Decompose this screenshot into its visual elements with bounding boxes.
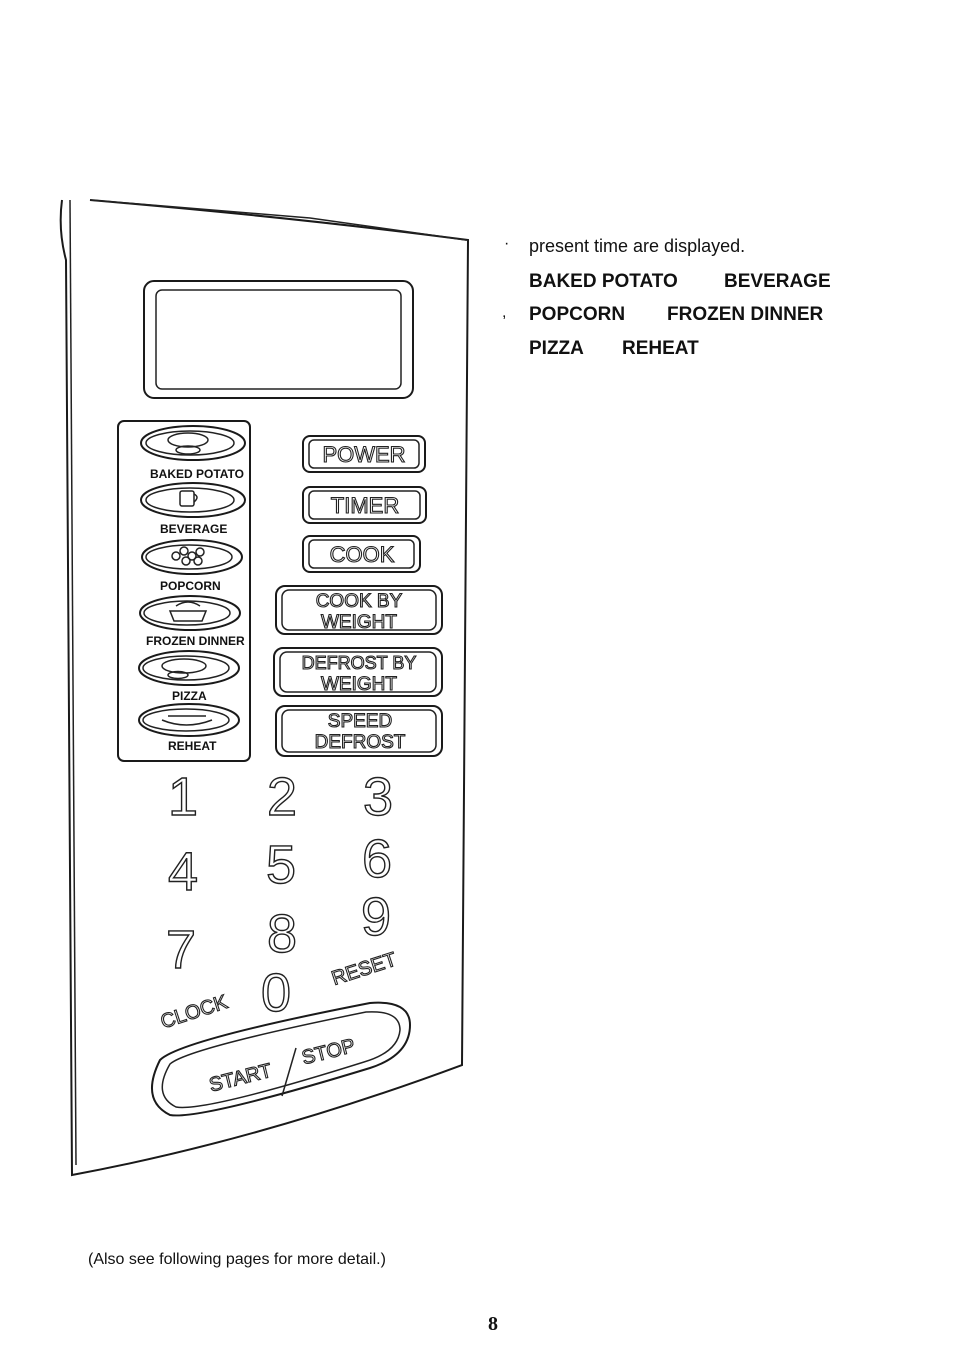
baked-potato-button[interactable]: BAKED POTATO [140, 425, 246, 481]
bullet-mark: · [504, 235, 510, 252]
stop-label: STOP [300, 1035, 358, 1069]
digit-5-button[interactable]: 5 [265, 834, 296, 895]
pizza-button[interactable]: PIZZA [138, 650, 240, 703]
start-stop-divider [281, 1047, 297, 1097]
digit-6-button[interactable]: 6 [361, 828, 392, 889]
cook-by-weight-label-1: COOK BY [316, 591, 403, 612]
defrost-by-weight-label-2: WEIGHT [321, 674, 397, 695]
mode-label-reheat: REHEAT [168, 739, 217, 753]
power-label: POWER [322, 442, 405, 467]
mode-label-frozen-dinner: FROZEN DINNER [146, 634, 245, 648]
mode-label-beverage: BEVERAGE [160, 522, 227, 536]
intro-text: present time are displayed. [529, 236, 746, 256]
digit-4-button[interactable]: 4 [167, 841, 198, 902]
reset-button[interactable]: RESET [328, 948, 399, 991]
timer-label: TIMER [331, 493, 399, 518]
frozen-dinner-icon [168, 601, 208, 622]
mode-label-baked-potato: BAKED POTATO [150, 467, 244, 481]
list-item-baked-potato: BAKED POTATO [529, 271, 678, 292]
digit-8-button[interactable]: 8 [266, 903, 297, 964]
timer-button[interactable]: TIMER [302, 486, 427, 524]
digit-2-button[interactable]: 2 [266, 766, 297, 827]
clock-button[interactable]: CLOCK [157, 990, 231, 1034]
digit-0-button[interactable]: 0 [260, 962, 291, 1023]
defrost-by-weight-button[interactable]: DEFROST BY WEIGHT [273, 647, 443, 697]
cook-button[interactable]: COOK [302, 535, 421, 573]
comma-mark: , [502, 304, 507, 321]
pizza-icon [161, 658, 207, 680]
panel-left-edge [69, 199, 77, 1166]
list-item-beverage: BEVERAGE [724, 271, 831, 292]
cook-by-weight-label-2: WEIGHT [321, 612, 397, 633]
list-item-reheat: REHEAT [622, 338, 699, 359]
beverage-button[interactable]: BEVERAGE [140, 482, 246, 536]
list-item-frozen-dinner: FROZEN DINNER [667, 304, 824, 325]
digit-7-button[interactable]: 7 [165, 919, 196, 980]
mode-button-group [117, 420, 251, 762]
digit-9-button[interactable]: 9 [360, 886, 391, 947]
footer-note: (Also see following pages for more detai… [88, 1251, 386, 1268]
speed-defrost-label-2: DEFROST [315, 732, 406, 753]
digit-1-button[interactable]: 1 [167, 766, 198, 827]
popcorn-icon [171, 546, 205, 566]
frozen-dinner-button[interactable]: FROZEN DINNER [139, 595, 245, 648]
list-item-pizza: PIZZA [529, 338, 584, 359]
list-item-popcorn: POPCORN [529, 304, 626, 325]
display-window [143, 280, 414, 399]
defrost-by-weight-label-1: DEFROST BY [302, 653, 417, 673]
popcorn-button[interactable]: POPCORN [141, 539, 243, 593]
panel-top-edge [89, 199, 467, 241]
panel-outline [59, 199, 470, 1177]
digit-3-button[interactable]: 3 [362, 766, 393, 827]
baked-potato-icon [167, 432, 209, 455]
mode-label-pizza: PIZZA [172, 689, 207, 703]
cook-by-weight-button[interactable]: COOK BY WEIGHT [275, 585, 443, 635]
reheat-button[interactable]: REHEAT [138, 703, 240, 753]
speed-defrost-label-1: SPEED [328, 711, 392, 732]
reheat-icon [161, 715, 213, 726]
mode-label-popcorn: POPCORN [160, 579, 221, 593]
power-button[interactable]: POWER [302, 435, 426, 473]
beverage-icon [179, 490, 198, 507]
page-number: 8 [488, 1313, 498, 1335]
speed-defrost-button[interactable]: SPEED DEFROST [275, 705, 443, 757]
cook-label: COOK [330, 542, 395, 567]
